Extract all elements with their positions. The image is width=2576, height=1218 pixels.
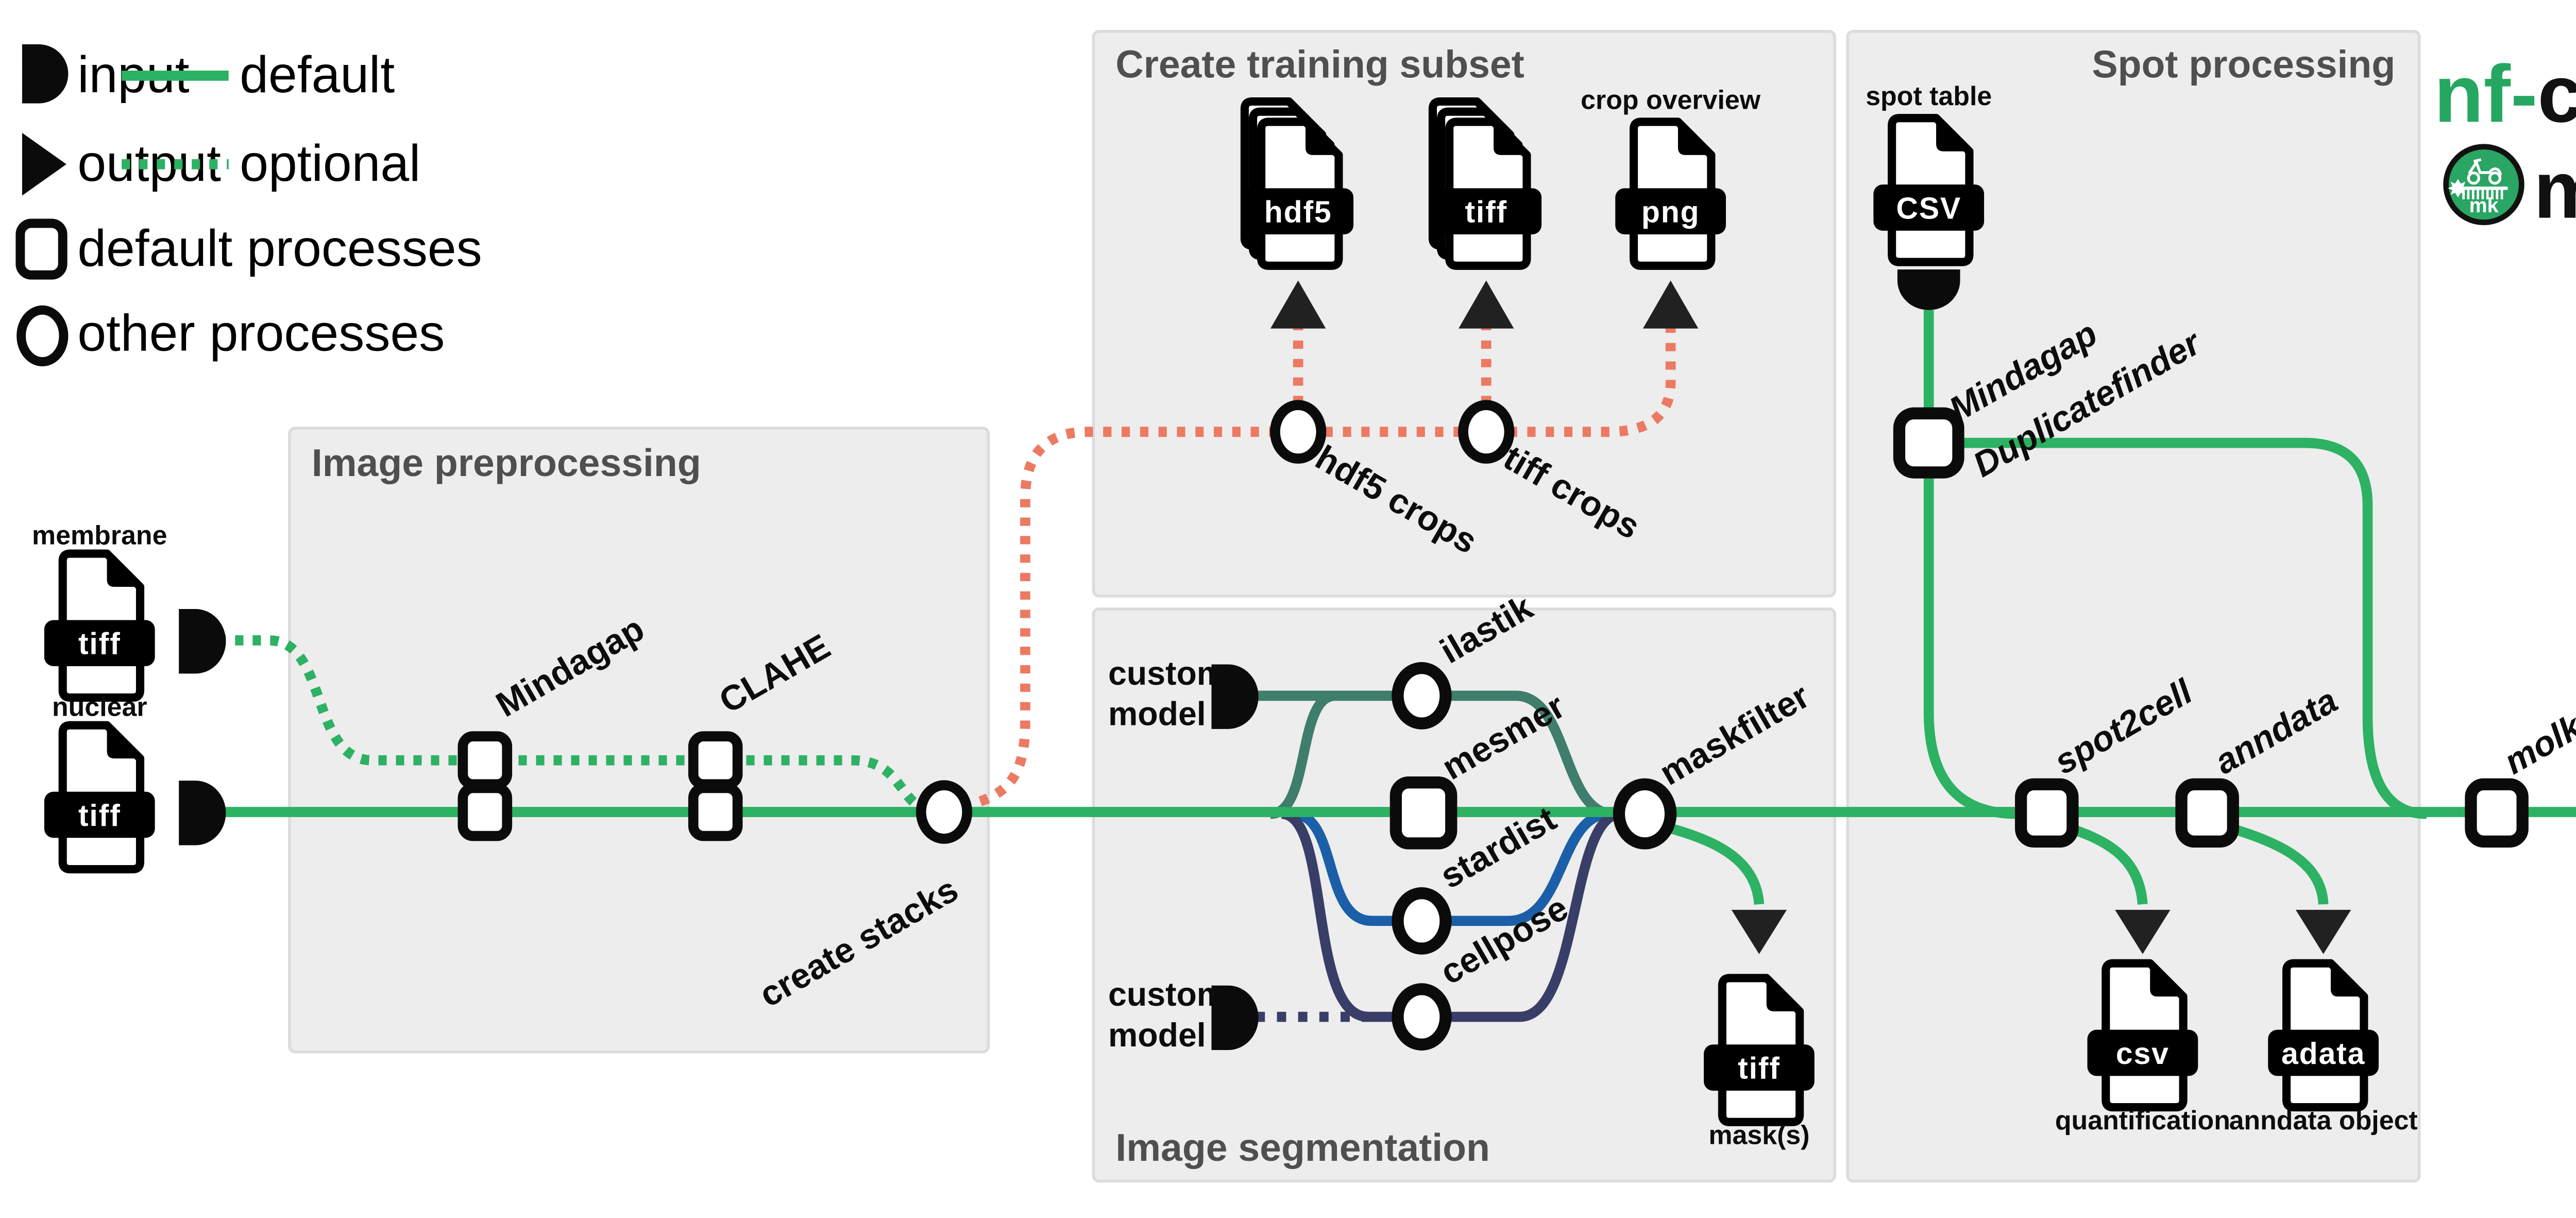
custom-model-top-label-line1: custom: [1108, 655, 1226, 692]
node-molkartqc: [2465, 778, 2529, 848]
tiff-files-icon: tiff: [1431, 102, 1542, 266]
logo-core: core/: [2537, 48, 2576, 139]
png-output-arrow-icon: [1642, 280, 1699, 329]
box-image-preprocessing: [288, 427, 990, 1054]
spot-table-input-icon: [1897, 269, 1960, 310]
png-file-type: png: [1641, 195, 1700, 229]
membrane-file-type: tiff: [78, 627, 121, 661]
mk-badge-icon: mk: [2443, 144, 2524, 225]
legend-optional-label: optional: [240, 134, 420, 192]
node-mindagap-bottom: [457, 783, 513, 841]
tiff-file-type: tiff: [1465, 195, 1507, 229]
anndata-output-arrow-icon: [2295, 909, 2351, 954]
node-create-stacks: [916, 780, 973, 844]
mk-badge-label: mk: [2469, 194, 2499, 217]
training-subset-line: [961, 326, 1676, 811]
legend-other-process-icon: [16, 305, 69, 366]
logo-molkart: molkart: [2534, 145, 2576, 235]
quantification-output-arrow-icon: [2115, 909, 2171, 954]
mask-output-arrow-icon: [1731, 909, 1787, 954]
legend-output-icon: [22, 132, 66, 196]
title-create-training-subset: Create training subset: [1115, 42, 1524, 86]
membrane-file-icon: tiff: [44, 554, 155, 698]
quantification-file-type: csv: [2116, 1037, 2170, 1071]
legend: input output default processes other pro…: [15, 44, 482, 366]
png-file-icon: png: [1615, 122, 1726, 265]
logo-line1: nf-core/: [2434, 48, 2576, 139]
molkartqc-label: molkartqc: [2498, 664, 2576, 782]
stardist-line: [1292, 808, 1611, 926]
node-spot2cell: [2015, 778, 2079, 848]
quantification-label: quantification: [2055, 1106, 2230, 1136]
node-clahe-top: [688, 731, 743, 790]
anndata-object-label: anndata object: [2229, 1106, 2418, 1136]
title-image-preprocessing: Image preprocessing: [312, 441, 701, 484]
nuclear-label: nuclear: [52, 692, 147, 722]
custom-model-bottom-label-line1: custom: [1108, 976, 1226, 1013]
box-spot-processing: [1846, 30, 2421, 1183]
node-hdf5-crops: [1270, 400, 1327, 464]
node-anndata: [2175, 778, 2239, 848]
crop-overview-label: crop overview: [1581, 85, 1761, 115]
spot-table-label: spot table: [1866, 81, 1992, 111]
legend-default-label: default: [240, 46, 395, 104]
hdf5-output-arrow-icon: [1270, 280, 1326, 329]
node-tiff-crops: [1458, 400, 1515, 464]
node-mesmer: [1389, 776, 1458, 850]
duplicatefinder-down-line: [1923, 472, 2018, 819]
membrane-optional-line: [217, 635, 941, 817]
legend-other-processes-label: other processes: [77, 304, 445, 362]
title-image-segmentation: Image segmentation: [1115, 1126, 1490, 1169]
node-clahe-bottom: [688, 783, 743, 841]
legend-input-icon: [22, 44, 69, 104]
node-ilastik: [1392, 662, 1452, 730]
legend-default-process-icon: [15, 218, 67, 280]
legend-default-processes-label: default processes: [77, 219, 482, 277]
hdf5-file-type: hdf5: [1264, 195, 1332, 229]
spot-table-file-type: CSV: [1896, 191, 1961, 225]
hdf5-files-icon: hdf5: [1243, 102, 1354, 266]
mask-file-type: tiff: [1738, 1052, 1781, 1086]
duplicatefinder-bypass-line: [1958, 437, 2427, 819]
mask-label: mask(s): [1708, 1121, 1809, 1151]
nuclear-file-type: tiff: [78, 799, 121, 833]
mask-file-icon: tiff: [1704, 978, 1815, 1122]
node-maskfilter: [1613, 778, 1677, 850]
box-image-segmentation: [1092, 607, 1837, 1183]
node-stardist: [1392, 887, 1452, 955]
quantification-file-icon: csv: [2087, 963, 2198, 1107]
spot-table-file-icon: CSV: [1873, 118, 1985, 262]
membrane-label: membrane: [32, 521, 167, 551]
nuclear-input-icon: [179, 781, 226, 845]
tiff-output-arrow-icon: [1459, 280, 1514, 329]
node-cellpose: [1392, 983, 1452, 1051]
node-duplicatefinder: [1893, 407, 1964, 479]
membrane-input-icon: [179, 609, 226, 674]
node-mindagap-top: [457, 731, 513, 790]
title-spot-processing: Spot processing: [2092, 42, 2396, 86]
nuclear-file-icon: tiff: [44, 725, 155, 869]
logo-nf: nf-: [2434, 48, 2537, 139]
anndata-file-type: adata: [2281, 1037, 2365, 1071]
anndata-file-icon: adata: [2268, 963, 2379, 1107]
custom-model-top-label-line2: model: [1108, 696, 1206, 733]
nf-core-molkart-logo: nf-core/ molkart mk: [2434, 48, 2576, 235]
custom-model-bottom-label-line2: model: [1108, 1017, 1206, 1054]
